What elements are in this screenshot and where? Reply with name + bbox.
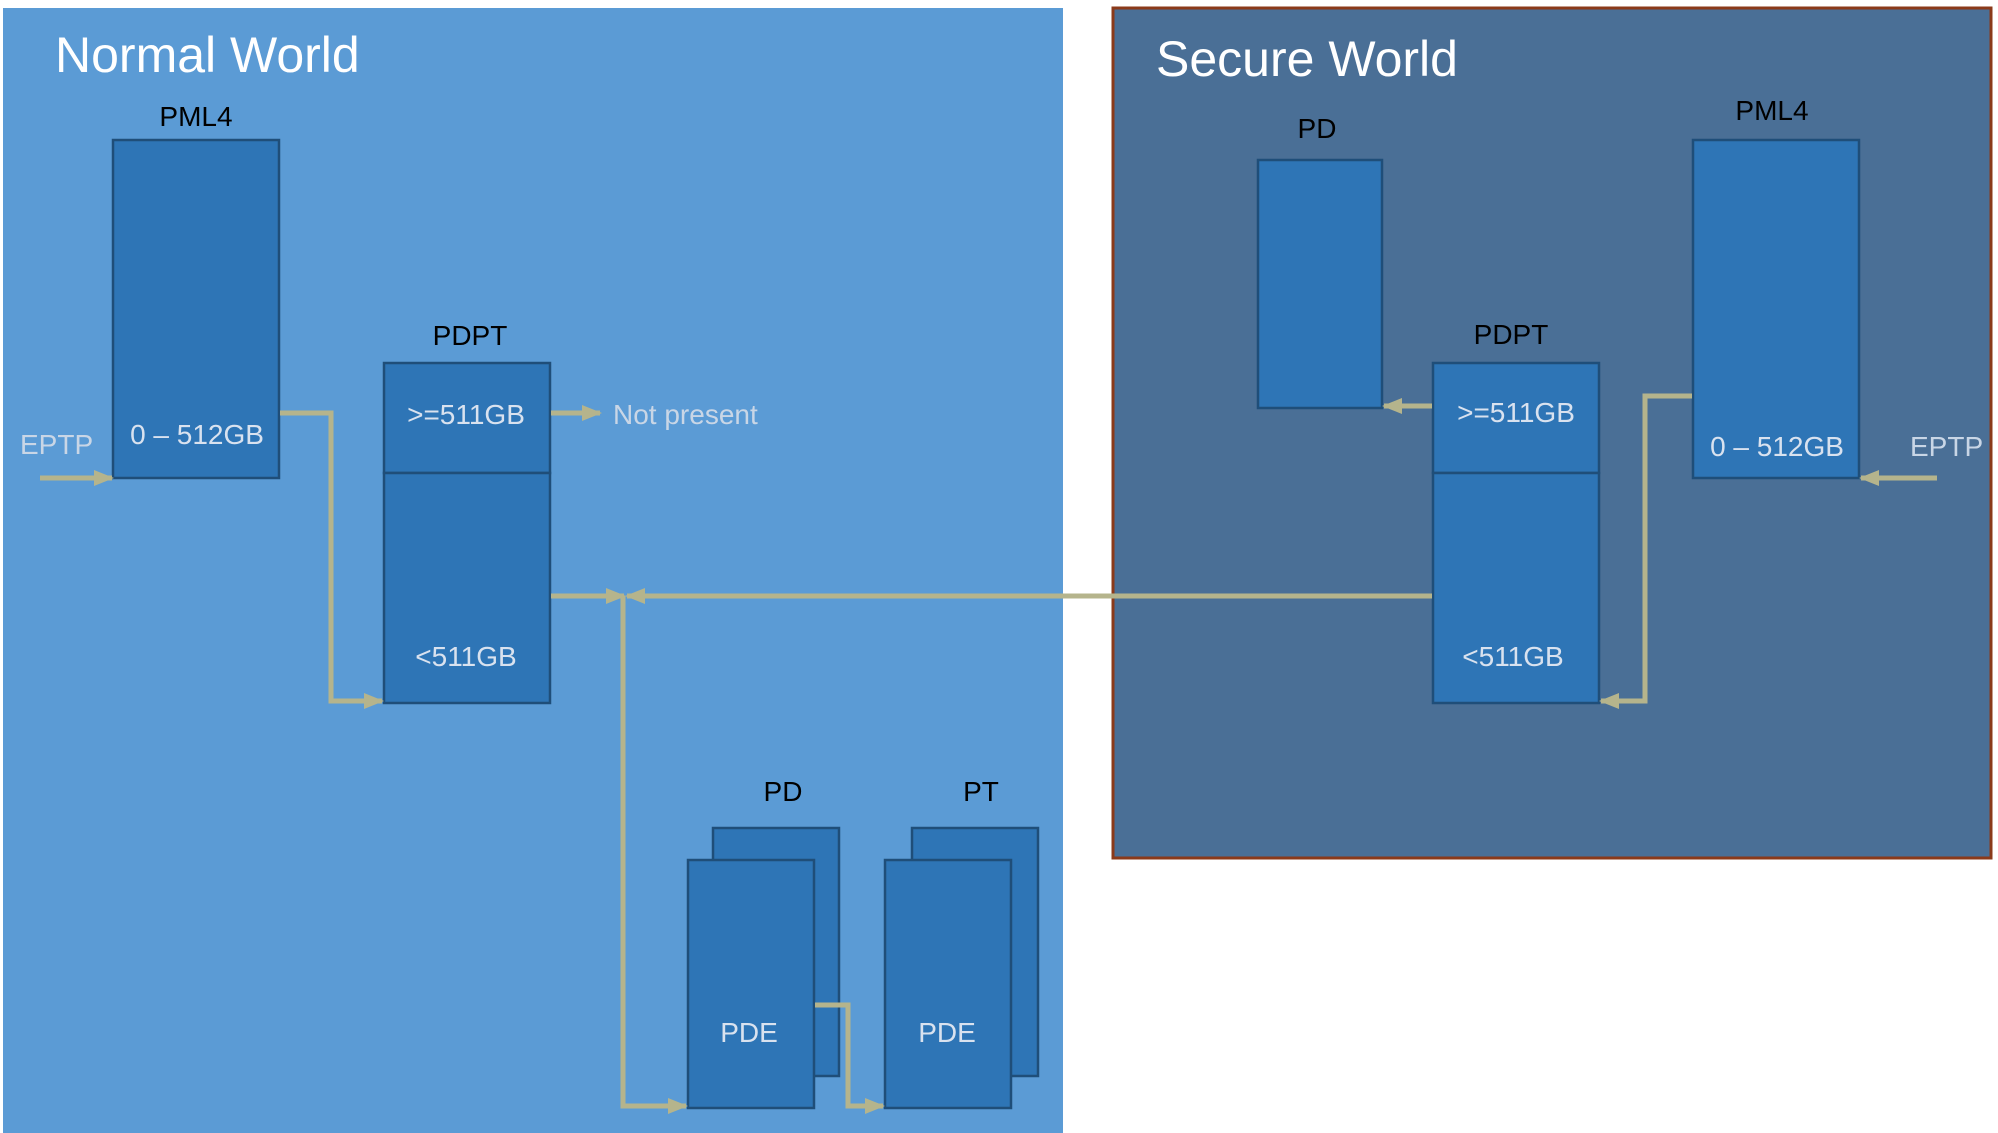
secure-pml4-box xyxy=(1691,138,1861,480)
normal-pml4-table: PML4 0 – 512GB xyxy=(111,101,281,480)
secure-world-title: Secure World xyxy=(1156,31,1458,87)
pd-to-pt-arrow xyxy=(815,1002,885,1114)
normal-pdpt-low-entry: <511GB xyxy=(415,641,516,672)
normal-pdpt-label: PDPT xyxy=(433,320,508,351)
secure-pdpt-high-entry: >=511GB xyxy=(1457,397,1575,428)
connectors xyxy=(40,393,1937,1114)
secure-pml4-to-pdpt-arrow xyxy=(1599,393,1692,709)
normal-pdpt-high-entry: >=511GB xyxy=(407,399,525,430)
normal-pt-front-page xyxy=(883,858,1013,1110)
normal-pml4-box xyxy=(111,138,281,480)
normal-pml4-label: PML4 xyxy=(159,101,232,132)
secure-pdpt-high-entry-box xyxy=(1431,361,1601,475)
secure-pdpt-table: PDPT >=511GB <511GB xyxy=(1431,319,1601,705)
normal-pd-front-page xyxy=(686,858,816,1110)
normal-pt-table: PT PDE xyxy=(883,776,1040,1110)
normal-pdpt-low-entry-box xyxy=(382,471,552,705)
secure-pd-table: PD xyxy=(1256,113,1384,410)
normal-eptp-label: EPTP xyxy=(20,429,93,460)
secure-pdpt-label: PDPT xyxy=(1474,319,1549,350)
normal-pml4-to-pdpt-arrow xyxy=(280,410,384,709)
secure-pdpt-low-entry-box xyxy=(1431,471,1601,705)
normal-world-title: Normal World xyxy=(55,27,360,83)
normal-pt-label: PT xyxy=(963,776,999,807)
secure-pml4-label: PML4 xyxy=(1735,95,1808,126)
normal-pt-entry: PDE xyxy=(918,1017,976,1048)
secure-pml4-table: PML4 0 – 512GB xyxy=(1691,95,1861,480)
normal-pdpt-table: PDPT >=511GB <511GB xyxy=(382,320,552,705)
secure-pdpt-low-entry: <511GB xyxy=(1462,641,1563,672)
secure-pd-box xyxy=(1256,158,1384,410)
shared-pd-to-pd-arrow xyxy=(620,596,688,1114)
secure-pml4-entry: 0 – 512GB xyxy=(1710,431,1844,462)
normal-pml4-entry: 0 – 512GB xyxy=(130,419,264,450)
normal-pd-entry: PDE xyxy=(720,1017,778,1048)
not-present-label: Not present xyxy=(613,399,758,430)
secure-pd-label: PD xyxy=(1298,113,1337,144)
normal-pd-table: PD PDE xyxy=(686,776,841,1110)
normal-pd-label: PD xyxy=(764,776,803,807)
secure-eptp-label: EPTP xyxy=(1910,431,1983,462)
